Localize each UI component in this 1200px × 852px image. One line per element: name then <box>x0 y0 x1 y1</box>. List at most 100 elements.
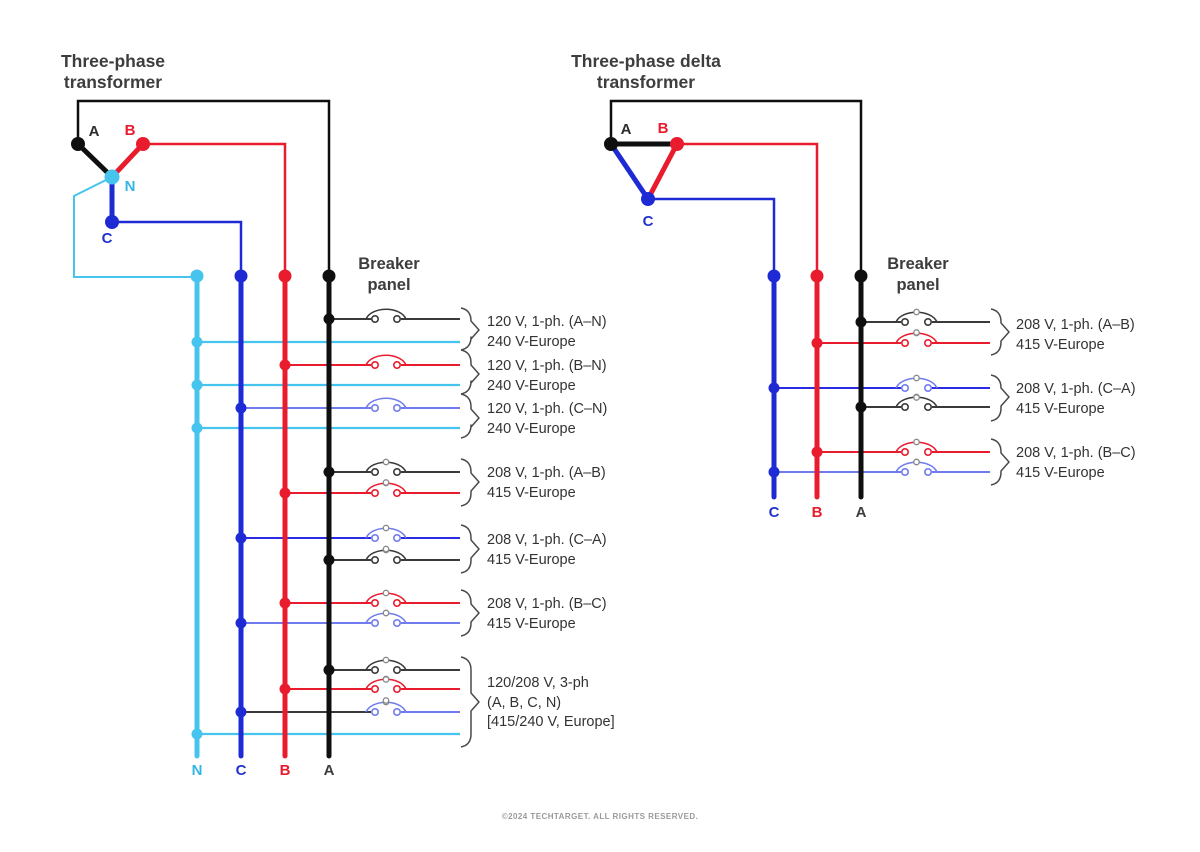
left-wye-label-b: B <box>124 122 136 139</box>
breaker-terminal <box>900 467 909 476</box>
label-line: 415 V-Europe <box>487 551 576 568</box>
right-bus-top-dot-B <box>810 269 824 283</box>
breaker-terminal <box>923 402 932 411</box>
left-g4-tap-dot-A <box>323 554 335 566</box>
right-transformer-title-line1: Three-phase delta <box>571 51 721 71</box>
breaker-terminal <box>370 618 379 627</box>
breaker-tie-dot <box>913 308 920 316</box>
breaker-terminal <box>370 684 379 693</box>
group-brace <box>460 458 480 507</box>
left-output-label-2: 120 V, 1-ph. (B–N) 240 V-Europe <box>487 357 607 396</box>
breaker-terminal <box>392 360 401 369</box>
left-terminal-node-3 <box>105 215 119 229</box>
right-delta-label-c: C <box>642 213 654 230</box>
group-brace <box>460 349 480 395</box>
breaker-terminal <box>392 314 401 323</box>
breaker-tie-dot <box>913 458 920 466</box>
breaker-terminal <box>900 317 909 326</box>
right-terminal-node-1 <box>670 137 684 151</box>
breaker-terminal <box>370 533 379 542</box>
right-winding-1 <box>608 141 651 202</box>
breaker-terminal <box>370 403 379 412</box>
right-feed-wire-2 <box>648 197 776 276</box>
left-g2-tap-dot-N <box>191 422 203 434</box>
left-winding-0 <box>75 141 115 180</box>
label-line: 120 V, 1-ph. (A–N) <box>487 314 607 330</box>
breaker-tie-dot <box>382 697 390 704</box>
breaker-tie-dot <box>382 589 390 597</box>
breaker-tie-dot <box>382 479 390 486</box>
label-line: 208 V, 1-ph. (B–C) <box>487 596 607 612</box>
left-transformer-title-line2: transformer <box>63 72 163 92</box>
right-g1-tap-dot-A <box>855 401 867 413</box>
breaker-tie-dot <box>913 438 920 446</box>
right-winding-2 <box>645 141 680 202</box>
breaker-terminal <box>392 403 401 412</box>
breaker-terminal <box>900 383 909 392</box>
left-g3-tap-dot-B <box>279 487 291 499</box>
breaker-terminal <box>392 684 401 693</box>
left-g2-tap-dot-C <box>235 402 247 414</box>
breaker-tie-dot <box>913 374 920 382</box>
left-output-label-7: 120/208 V, 3-ph (A, B, C, N) [415/240 V,… <box>487 674 615 733</box>
left-wye-label-a: A <box>88 123 100 140</box>
right-output-label-3: 208 V, 1-ph. (B–C) 415 V-Europe <box>1016 444 1136 483</box>
label-line: 120/208 V, 3-ph <box>487 675 589 691</box>
left-g5-tap-dot-C <box>235 617 247 629</box>
breaker-terminal <box>370 665 379 674</box>
group-brace <box>460 589 480 637</box>
right-output-label-1: 208 V, 1-ph. (A–B) 415 V-Europe <box>1016 316 1135 355</box>
label-line: 120 V, 1-ph. (C–N) <box>487 401 608 417</box>
left-feed-wire-2 <box>112 220 243 276</box>
breaker-tie-dot <box>382 458 390 466</box>
breaker-terminal <box>923 317 932 326</box>
breaker-terminal <box>392 598 401 607</box>
right-breaker-panel-title-line1: Breaker <box>887 255 949 273</box>
group-brace <box>460 656 480 748</box>
left-feed-wire-1 <box>143 142 287 276</box>
right-g1-tap-dot-C <box>768 382 780 394</box>
breaker-terminal <box>370 488 379 497</box>
label-line: 208 V, 1-ph. (B–C) <box>1016 445 1136 461</box>
left-g0-tap-dot-N <box>191 336 203 348</box>
left-transformer-title: Three-phase transformer <box>61 51 165 93</box>
left-g6-tap-dot-A <box>323 664 335 676</box>
right-breaker-panel-title: Breaker panel <box>887 254 948 296</box>
right-output-label-2: 208 V, 1-ph. (C–A) 415 V-Europe <box>1016 380 1136 419</box>
breaker-terminal <box>923 447 932 456</box>
right-bus-label-c: C <box>768 504 780 521</box>
left-feed-wire-3 <box>73 176 197 278</box>
label-line: [415/240 V, Europe] <box>487 714 615 730</box>
left-feed-wire-0 <box>76 99 331 276</box>
copyright-footer: ©2024 TECHTARGET. ALL RIGHTS RESERVED. <box>501 812 699 821</box>
label-line: 208 V, 1-ph. (A–B) <box>487 465 606 481</box>
breaker-terminal <box>392 488 401 497</box>
label-line: 208 V, 1-ph. (C–A) <box>487 532 607 548</box>
left-g3-tap-dot-A <box>323 466 335 478</box>
left-output-label-5: 208 V, 1-ph. (C–A) 415 V-Europe <box>487 531 607 570</box>
breaker-terminal <box>392 665 401 674</box>
left-transformer-title-line1: Three-phase <box>60 51 166 71</box>
right-g2-tap-dot-C <box>768 466 780 478</box>
breaker-tie-dot <box>382 524 390 532</box>
left-bus-label-c: C <box>235 762 247 779</box>
left-terminal-node-0 <box>71 137 85 151</box>
breaker-terminal <box>900 338 909 347</box>
label-line: 415 V-Europe <box>1016 464 1105 481</box>
left-bus-label-n: N <box>191 762 203 779</box>
left-breaker-panel-title-line1: Breaker <box>358 255 420 273</box>
breaker-arc <box>365 397 407 409</box>
left-output-label-6: 208 V, 1-ph. (B–C) 415 V-Europe <box>487 595 607 634</box>
breaker-terminal <box>370 314 379 323</box>
left-g4-tap-dot-C <box>235 532 247 544</box>
breaker-terminal <box>392 555 401 564</box>
right-terminal-node-0 <box>604 137 618 151</box>
right-bus-label-a: A <box>855 504 867 521</box>
label-line: 208 V, 1-ph. (A–B) <box>1016 317 1135 333</box>
label-line: 240 V-Europe <box>487 420 576 437</box>
right-bus-top-dot-A <box>854 269 868 283</box>
left-terminal-node-1 <box>136 137 150 151</box>
label-line: 415 V-Europe <box>1016 400 1105 417</box>
left-wye-label-n: N <box>124 178 136 195</box>
